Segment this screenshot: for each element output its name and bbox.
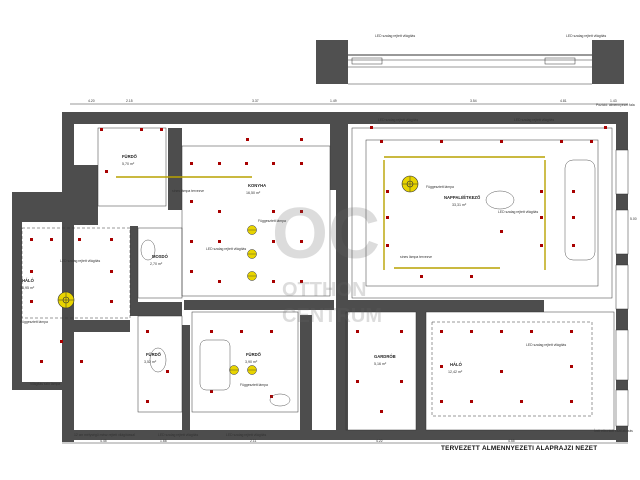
- note-fuggo-nappali: Függesztett lámpa: [426, 185, 454, 189]
- fixtures: [140, 159, 596, 407]
- drawing-title: TERVEZETT ÁLMENNYEZETI ALAPRAJZI NÉZET: [441, 445, 598, 452]
- note-bottom-right: Ívelt elbontott csatlakozás: [594, 429, 633, 433]
- room-area-hall-left: 16,95 m²: [20, 286, 35, 290]
- dim-bottom-3: 2.11: [250, 439, 256, 443]
- note-led-nappali: LED szalag rejtett világítás: [498, 210, 538, 214]
- room-area-halo-right: 12,42 m²: [448, 370, 463, 374]
- dim-top-7: 1.43: [610, 99, 617, 103]
- room-name-hall-left: HÁLÓ: [22, 278, 35, 283]
- watermark: OC OTTHON CENTRUM: [272, 194, 382, 327]
- pendant-lamps: [57, 175, 419, 375]
- room-name-gardrob: GARDRÓB: [374, 354, 396, 359]
- watermark-line1: OTTHON: [282, 279, 366, 301]
- note-led-right-top: LED szalag rejtett világítás: [514, 118, 554, 122]
- room-labels: FÜRDŐ 5,70 m² KONYHA 16,50 m² NAPPALI/ÉT…: [20, 154, 481, 374]
- dim-bottom-2: 1.68: [160, 439, 167, 443]
- dim-bottom-4: 4.22: [376, 439, 383, 443]
- dim-bottom-1: 4.45: [100, 439, 107, 443]
- note-led-hall-left: LED szalag rejtett világítás: [60, 259, 100, 263]
- room-name-halo-right: HÁLÓ: [450, 362, 463, 367]
- note-right: Pozíció: álmennyezet fala: [596, 103, 635, 107]
- room-area-konyha: 16,50 m²: [246, 191, 261, 195]
- note-led-left-bottom: Világítás szín lámpa: [30, 382, 60, 386]
- windows-right: [615, 149, 629, 427]
- room-name-mosdo: MOSDÓ: [152, 254, 169, 259]
- note-led-konyha: LED szalag rejtett világítás: [206, 247, 246, 251]
- watermark-logo: OC: [272, 194, 380, 274]
- room-area-mosdo: 2,70 m²: [150, 262, 163, 266]
- section-detail: LED szalag rejtett világítás LED szalag …: [316, 34, 624, 85]
- room-area-gardrob: 5,16 m²: [374, 362, 387, 366]
- room-area-furdo-small: 3,52 m²: [144, 360, 157, 364]
- dim-top-6: 4.81: [560, 99, 567, 103]
- room-name-furdo-small: FÜRDŐ: [146, 352, 162, 357]
- dimension-line-top: 4.20 2.15 3.37 1.49 3.54 4.81 1.43: [70, 99, 628, 105]
- note-fuggo-konyha: Függesztett lámpa: [258, 219, 286, 223]
- note-bottom-b: LED szalag rejtett világítás: [158, 433, 198, 437]
- dim-top-5: 3.54: [470, 99, 477, 103]
- annotations: LED szalag rejtett világítás LED szalag …: [20, 103, 635, 437]
- note-fuggo-hall-left: Függesztett lámpa: [20, 320, 48, 324]
- ceiling-outlines: [21, 127, 615, 431]
- room-area-furdo-top: 5,70 m²: [122, 162, 135, 166]
- dimension-line-bottom: 4.45 1.68 2.11 4.22 4.55 5.00: [62, 217, 637, 444]
- dim-top-2: 2.15: [126, 99, 133, 103]
- dim-top-1: 4.20: [88, 99, 95, 103]
- dim-right: 5.00: [630, 217, 637, 221]
- room-name-furdo-mid: FÜRDŐ: [246, 352, 262, 357]
- room-name-nappali: NAPPALI/ÉTKEZŐ: [444, 195, 481, 200]
- dim-top-4: 1.49: [330, 99, 337, 103]
- dim-bottom-5: 4.55: [508, 439, 515, 443]
- room-area-nappali: 33,31 m²: [452, 203, 467, 207]
- room-area-furdo-mid: 3,90 m²: [245, 360, 258, 364]
- note-fuggo-furdo-mid: Függesztett lámpa: [240, 383, 268, 387]
- note-sines-nappali: sínes lámpa tervezve: [400, 255, 432, 259]
- note-bottom-c: LED szalag rejtett világítás: [226, 433, 266, 437]
- watermark-line2: CENTRUM: [282, 305, 382, 327]
- section-note-b: LED szalag rejtett világítás: [566, 34, 606, 38]
- note-bottom-a: 12 cm mélységű mész rejtett világítással: [74, 433, 135, 437]
- walls: [12, 112, 628, 442]
- downlights: [30, 126, 607, 413]
- room-name-konyha: KONYHA: [248, 183, 266, 188]
- note-led-halo-right: LED szalag rejtett világítás: [526, 343, 566, 347]
- note-led-nappali-top: LED szalag rejtett világítás: [378, 118, 418, 122]
- note-sines-konyha: sínes lámpa tervezve: [172, 189, 204, 193]
- section-note-a: LED szalag rejtett világítás: [375, 34, 415, 38]
- room-name-furdo-top: FÜRDŐ: [122, 154, 138, 159]
- led-strips: [116, 156, 546, 270]
- dim-top-3: 3.37: [252, 99, 259, 103]
